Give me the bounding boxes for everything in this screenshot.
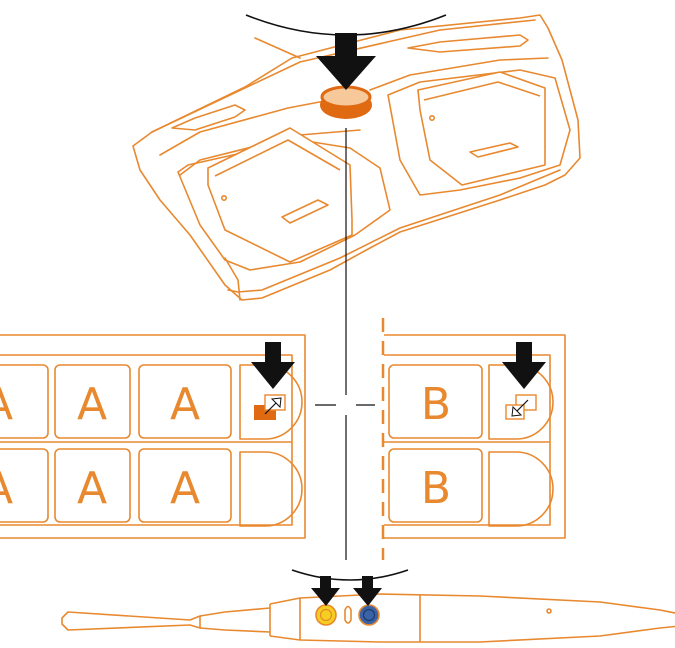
down-arrow-icon [311,576,382,606]
down-arrow-icon [251,342,295,389]
panel-b-key: B [421,379,451,430]
panel-b [384,334,566,539]
down-arrow-icon [502,342,546,389]
panel-a-key: A [170,463,200,514]
collapse-arrow-icon [505,394,537,420]
right-pedal [417,71,546,186]
yellow-button [315,604,337,626]
panel-a-key: A [77,463,107,514]
panel-a-key: A [170,379,200,430]
press-arc-bottom [291,569,409,581]
panel-a-key: A [0,379,13,430]
blue-button [358,604,380,626]
foot-pedal-icon [132,14,581,301]
panel-a-key: A [0,463,13,514]
center-pedal-button [320,85,372,119]
panel-a [0,334,306,539]
down-arrow-icon [316,33,376,90]
connector-lines [315,128,375,560]
panel-a-key: A [77,379,107,430]
expand-arrow-icon [254,394,286,420]
panel-b-key: B [421,463,451,514]
handpiece [61,593,675,643]
left-pedal [207,127,353,263]
press-arc-top [245,14,447,36]
